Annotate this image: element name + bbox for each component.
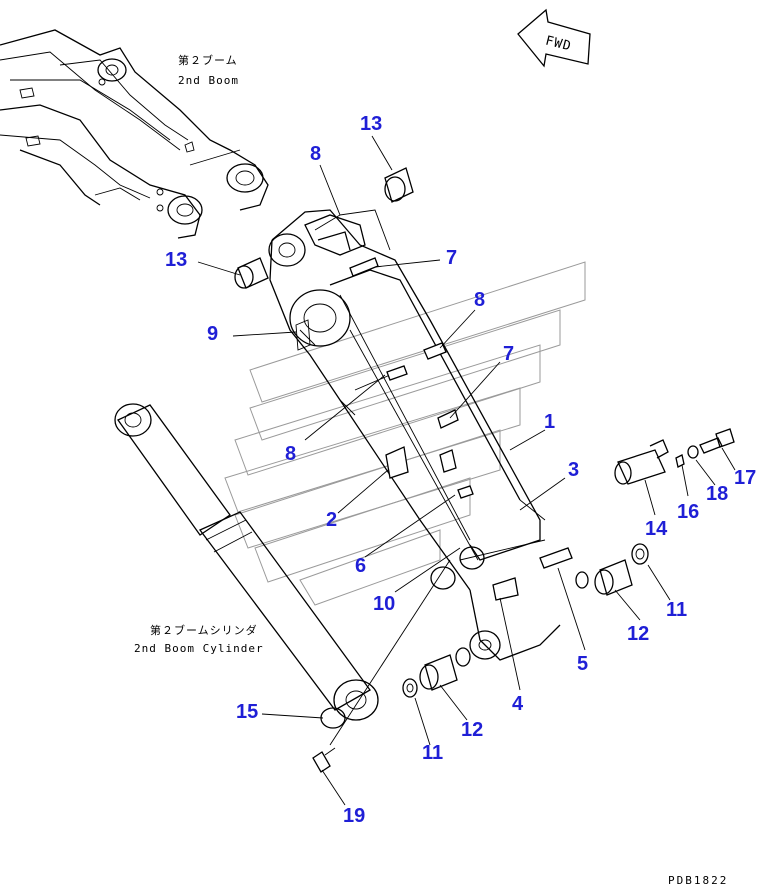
callout-7-middle: 7: [503, 343, 514, 365]
callout-7-upper: 7: [446, 247, 457, 269]
shim-plates: [295, 257, 573, 601]
leader-lines: [197, 135, 736, 806]
bushing-13-lower: [234, 257, 269, 289]
callout-19: 19: [343, 805, 365, 827]
bolt-17: [699, 428, 735, 454]
callout-labels: 13 8 13 7 9 8 7 1 8 3 17 18 16 2 14 6 10…: [165, 113, 756, 827]
second-boom: [0, 29, 269, 239]
fwd-arrow-icon: FWD: [517, 8, 591, 68]
cylinder-caption-jp: 第２ブームシリンダ: [150, 623, 258, 637]
arm-assembly: [268, 209, 561, 661]
callout-5: 5: [577, 653, 588, 675]
callout-13-lower: 13: [165, 249, 187, 271]
washer-18: [687, 445, 699, 459]
callout-4: 4: [512, 693, 524, 715]
drawing-code: PDB1822: [668, 874, 728, 887]
callout-13-upper: 13: [360, 113, 382, 135]
fwd-label: FWD: [544, 34, 573, 55]
callout-16: 16: [677, 501, 699, 523]
bushing-12-right: [594, 559, 633, 596]
bushing-12-lower: [419, 654, 458, 691]
callout-8-lower: 8: [285, 443, 296, 465]
callout-1: 1: [544, 411, 555, 433]
washer-right-small: [575, 571, 589, 589]
callout-8-upper: 8: [310, 143, 321, 165]
bushing-13-upper: [384, 167, 414, 203]
boom-cylinder: [114, 403, 379, 729]
watermark-logo: [224, 261, 586, 606]
callout-10: 10: [373, 593, 395, 615]
pin-14: [614, 439, 669, 485]
callout-12-lower: 12: [461, 719, 483, 741]
callout-15: 15: [236, 701, 258, 723]
callout-18: 18: [706, 483, 728, 505]
callout-12-right: 12: [627, 623, 649, 645]
callout-9: 9: [207, 323, 218, 345]
cylinder-caption-en: 2nd Boom Cylinder: [134, 642, 264, 655]
washer-lower-small: [455, 647, 471, 667]
callout-6: 6: [355, 555, 366, 577]
washer-16: [675, 454, 685, 468]
boom-caption-en: 2nd Boom: [178, 74, 239, 87]
callout-11-right: 11: [666, 599, 687, 621]
boom-caption-jp: 第２ブーム: [178, 53, 238, 67]
callout-2: 2: [326, 509, 337, 531]
callout-11-lower: 11: [422, 742, 443, 764]
callout-8-middle: 8: [474, 289, 485, 311]
washer-11-right: [631, 543, 649, 565]
callout-17: 17: [734, 467, 756, 489]
grease-fitting-19: [312, 747, 336, 773]
washer-11-lower: [402, 678, 418, 698]
callout-14: 14: [645, 518, 668, 540]
callout-3: 3: [568, 459, 579, 481]
